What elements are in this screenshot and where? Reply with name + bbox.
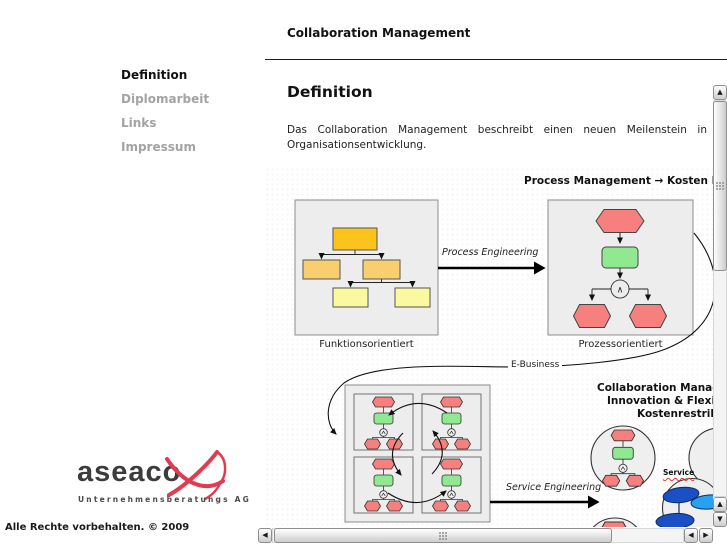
logo-subtitle: Unternehmensberatungs AG	[78, 495, 251, 504]
sidebar-item-impressum[interactable]: Impressum	[121, 140, 196, 154]
horizontal-scroll-thumb[interactable]	[274, 528, 612, 543]
right-text-line-1: Collaboration Manage	[597, 382, 713, 394]
logo-text: aseaco	[77, 456, 182, 488]
scroll-right-button[interactable]: ▶	[699, 528, 713, 543]
service-circles	[590, 425, 713, 527]
scroll-left-button[interactable]: ◀	[258, 528, 272, 543]
scroll-left-button-right[interactable]: ◀	[684, 528, 698, 543]
content-viewport: ∧	[265, 61, 713, 527]
copyright-text: Alle Rechte vorbehalten. © 2009	[5, 522, 190, 533]
thumb-grip	[438, 531, 448, 540]
sidebar-item-diplomarbeit[interactable]: Diplomarbeit	[121, 92, 210, 106]
section-heading: Definition	[287, 83, 373, 101]
process-engineering-label: Process Engineering	[442, 247, 539, 258]
right-text-line-3: Kostenrestriktion	[637, 408, 713, 420]
quadrant-grid-box	[344, 384, 491, 523]
paragraph-line-2: Organisationsentwicklung.	[287, 139, 427, 151]
header-divider	[265, 59, 727, 60]
logo-swoosh-icon	[165, 450, 227, 501]
right-text-line-2: Innovation & Flexibilit	[607, 395, 713, 407]
vertical-scroll-thumb[interactable]	[713, 101, 727, 271]
ebusiness-label: E-Business	[508, 360, 563, 370]
diagram-title: Process Management → Kosten Effi	[524, 175, 713, 187]
vertical-scrollbar: ▲ ▲ ▼	[713, 85, 727, 527]
and-connector-glyph: ∧	[617, 286, 624, 296]
service-cloud-shapes	[655, 486, 713, 527]
service-label: Service	[663, 468, 695, 477]
horizontal-scrollbar: ◀ ◀ ▶	[258, 528, 727, 543]
service-engineering-label: Service Engineering	[506, 482, 602, 493]
thumb-grip	[715, 181, 725, 191]
org-chart-box	[294, 199, 439, 336]
scroll-up-button[interactable]: ▲	[713, 85, 727, 100]
scroll-down-button[interactable]: ▼	[713, 512, 727, 527]
stage2-caption: Prozessorientiert	[578, 339, 663, 350]
scroll-up-button-bottom[interactable]: ▲	[713, 497, 727, 512]
sidebar-item-links[interactable]: Links	[121, 116, 157, 130]
stage1-caption: Funktionsorientiert	[319, 339, 414, 350]
sidebar-nav: Definition Diplomarbeit Links Impressum	[121, 68, 209, 164]
rotation-arrows	[387, 402, 448, 504]
page-title: Collaboration Management	[287, 26, 471, 40]
paragraph-line-1: Das Collaboration Management beschreibt …	[287, 124, 707, 136]
epc-chart-box: ∧	[547, 199, 694, 336]
sidebar-item-definition[interactable]: Definition	[121, 68, 188, 82]
intro-paragraph: Das Collaboration Management beschreibt …	[287, 123, 707, 153]
